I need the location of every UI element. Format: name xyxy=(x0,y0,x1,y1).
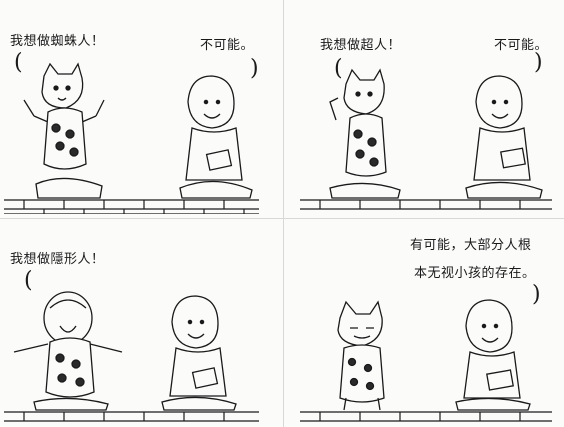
adult-speech: 不可能。 xyxy=(494,38,549,53)
comic-panel-2: 我想做超人！ ( 不可能。 ) xyxy=(290,4,562,214)
adult-figure xyxy=(179,75,253,199)
kid-figure xyxy=(329,68,401,199)
adult-figure xyxy=(465,75,543,199)
panel-divider-horizontal xyxy=(0,218,564,219)
panel-3-drawing xyxy=(4,291,259,422)
speech-tail-right: ) xyxy=(534,50,543,75)
comic-panel-1: 我想做蜘蛛人！ ( 不可能。 ) xyxy=(4,4,276,214)
brick-wall xyxy=(300,199,552,210)
kid-figure xyxy=(13,291,123,411)
panel-4-drawing xyxy=(300,299,552,422)
comic-panel-3: 我想做隱形人！ ( xyxy=(4,222,276,425)
panel-2-drawing xyxy=(300,68,552,210)
brick-wall xyxy=(300,411,552,422)
panel-divider-vertical xyxy=(283,0,284,427)
adult-figure xyxy=(161,295,237,411)
adult-speech-line-1: 有可能，大部分人根 xyxy=(410,238,532,253)
kid-speech: 我想做蜘蛛人！ xyxy=(10,34,105,49)
panel-1-drawing xyxy=(4,62,259,214)
kid-figure xyxy=(337,300,385,411)
kid-figure xyxy=(23,62,105,199)
brick-wall xyxy=(4,199,259,214)
speech-tail-left: ( xyxy=(334,56,343,81)
adult-speech-line-2: 本无视小孩的存在。 xyxy=(414,266,536,281)
adult-figure xyxy=(455,299,531,411)
speech-tail-left: ( xyxy=(24,268,33,293)
kid-speech: 我想做隱形人！ xyxy=(10,252,105,267)
speech-tail-left: ( xyxy=(14,50,23,75)
adult-speech: 不可能。 xyxy=(200,38,255,53)
brick-wall xyxy=(4,411,259,422)
kid-speech: 我想做超人！ xyxy=(320,38,402,53)
comic-panel-4: 有可能，大部分人根 本无视小孩的存在。 ) xyxy=(290,222,562,425)
speech-tail-right: ) xyxy=(532,282,541,307)
speech-tail-right: ) xyxy=(250,56,259,81)
